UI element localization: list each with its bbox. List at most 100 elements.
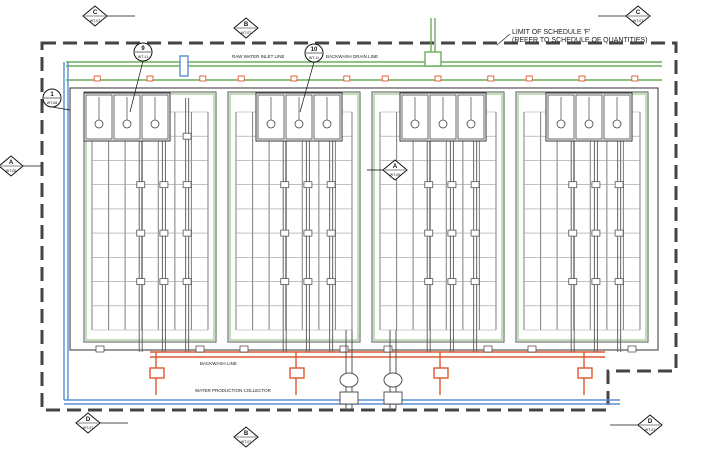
section-marker-top-left: CWT-07 (82, 5, 135, 27)
drain-valve-icon (527, 345, 537, 353)
drain-valve-icon (95, 345, 105, 353)
inlet-valve-icon (343, 75, 351, 82)
section-sheet: WT-07 (241, 440, 252, 444)
inlet-valve-icon (487, 75, 495, 82)
drain-valve-icon (239, 345, 249, 353)
pipe-fitting (159, 278, 169, 285)
pipe-fitting (326, 229, 336, 237)
section-letter: C (636, 10, 641, 16)
section-letter: D (648, 419, 653, 425)
pipe-fitting (280, 229, 290, 237)
pipe-fitting (159, 229, 169, 237)
section-sheet: WT-06 (6, 169, 17, 173)
pipe-fitting (136, 278, 146, 285)
filter-cell-3 (371, 75, 505, 353)
pipe-fitting (424, 278, 434, 285)
filter-outline (371, 91, 505, 343)
detail-number: 10 (311, 47, 318, 53)
section-letter: A (393, 164, 398, 170)
limit-note-line1: LIMIT OF SCHEDULE 'F' (512, 29, 590, 36)
inlet-valve-icon (525, 75, 533, 82)
drain-valve-icon (383, 345, 393, 353)
pipe-fitting (136, 181, 146, 189)
inlet-valve-icon (631, 75, 639, 82)
detail-sheet: WT-11 (138, 55, 148, 59)
pipe-fitting (568, 278, 578, 285)
section-marker-bottom-right: D WT-07 (610, 414, 663, 436)
detail-tag-9: 9WT-11 (129, 42, 153, 113)
section-letter: D (86, 417, 91, 423)
limit-note-line2: (REFER TO SCHEDULE OF QUANTITIES) (512, 37, 647, 44)
filter-building-outline (69, 87, 659, 351)
inlet-valve-icon (434, 75, 442, 82)
limit-note-leader (496, 33, 511, 46)
pipe-fitting (159, 181, 169, 189)
filter-outline (227, 91, 361, 343)
pipe-fitting (447, 181, 457, 189)
section-marker-bottom-mid: B WT-07 (233, 426, 259, 448)
inlet-valve-icon (381, 75, 389, 82)
drain-valve-icon (195, 345, 205, 353)
pipe-fitting (136, 229, 146, 237)
inlet-valve-icon (93, 75, 101, 82)
detail-leader (51, 106, 71, 111)
section-markers: CWT-07CWT-07AWT-06AWT-06DWT-07DWT-07BWT-… (0, 5, 663, 448)
detail-tag-1: 1WT-08 (42, 88, 71, 111)
raw-water-inlet-label: RAW WATER INLET LINE (232, 54, 285, 59)
pipe-fitting (303, 181, 313, 189)
pipe-fitting (326, 278, 336, 285)
section-letter: C (93, 10, 98, 16)
pipe-fitting (182, 278, 192, 285)
section-marker-top-mid: B WT-07 (233, 17, 259, 39)
section-letter: B (244, 22, 249, 28)
main-valve-group (339, 330, 403, 410)
filter-cell-2 (227, 75, 361, 353)
inlet-valve-icon (146, 75, 154, 82)
detail-sheet: WT-08 (47, 101, 58, 105)
filter-outline (83, 91, 217, 343)
pipe-fitting (182, 132, 192, 140)
pipe-fitting (568, 181, 578, 189)
drain-valve-icon (339, 345, 349, 353)
detail-number: 1 (50, 92, 54, 98)
section-sheet: WT-07 (633, 19, 644, 23)
pipe-fitting (470, 278, 480, 285)
inlet-valve-icon (290, 75, 298, 82)
detail-leader (129, 60, 144, 113)
detail-leader (299, 61, 315, 113)
filter-cell-4 (515, 75, 649, 353)
backwash-line-label: BACKWASH LINE (200, 361, 237, 366)
pipe-fitting (591, 229, 601, 237)
section-marker-top-right: C WT-07 (598, 5, 651, 27)
pipe-fitting (591, 181, 601, 189)
section-sheet: WT-07 (645, 428, 656, 432)
pipe-fitting (470, 229, 480, 237)
pipe-fitting (424, 181, 434, 189)
pipe-fitting (614, 181, 624, 189)
limit-of-schedule-boundary (40, 41, 678, 412)
pipe-fitting (280, 181, 290, 189)
backwash-drain-label: BACKWASH DRAIN LINE (326, 54, 378, 59)
section-marker-center: AWT-06 (367, 159, 408, 181)
section-sheet: WT-07 (241, 31, 252, 35)
drain-valve-icon (483, 345, 493, 353)
section-sheet: WT-07 (83, 426, 94, 430)
detail-sheet: WT-11 (309, 56, 319, 60)
pipe-fitting (470, 181, 480, 189)
raw-water-inlet-piping (66, 18, 662, 81)
pipe-fitting (326, 181, 336, 189)
pipe-fitting (303, 278, 313, 285)
inlet-valve-icon (578, 75, 586, 82)
filter-outline (515, 91, 649, 343)
section-marker-bottom-left: D WT-07 (75, 412, 128, 434)
pipe-fitting (280, 278, 290, 285)
inlet-valve-icon (237, 75, 245, 82)
drain-valve-icon (627, 345, 637, 353)
pipe-fitting (614, 278, 624, 285)
pipe-fitting (614, 229, 624, 237)
section-letter: B (244, 431, 249, 437)
filter-cells (83, 75, 649, 353)
